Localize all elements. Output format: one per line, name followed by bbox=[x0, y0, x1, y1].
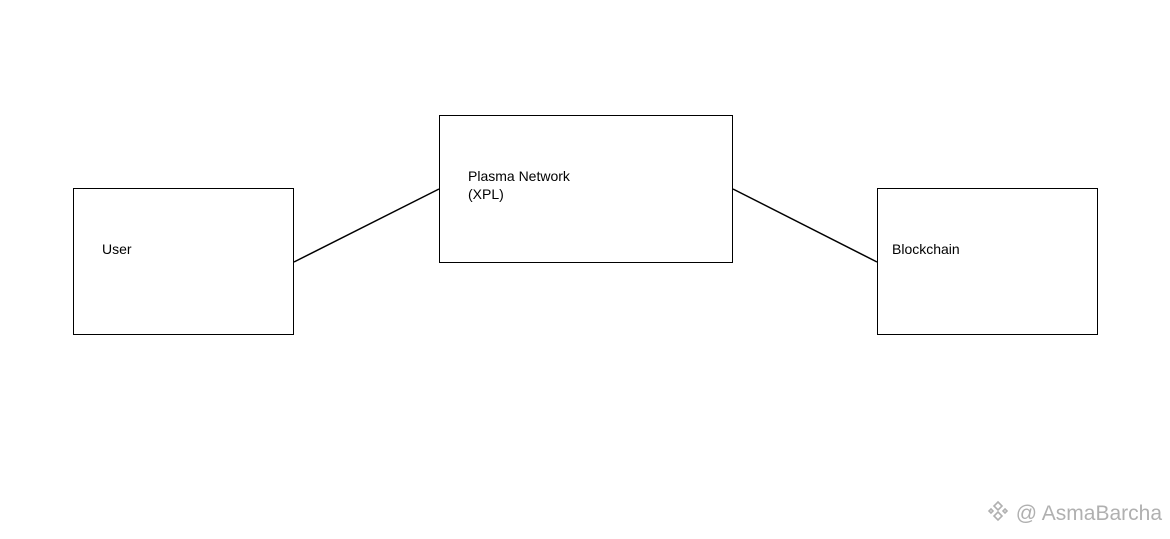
edge-plasma-blockchain bbox=[732, 188, 878, 263]
node-plasma-label-line-2: (XPL) bbox=[468, 186, 504, 202]
node-user: User bbox=[73, 188, 294, 335]
node-blockchain: Blockchain bbox=[877, 188, 1098, 335]
binance-logo-icon bbox=[986, 499, 1010, 529]
node-plasma-label: Plasma Network (XPL) bbox=[468, 167, 570, 203]
watermark-text: @ AsmaBarcha bbox=[1015, 502, 1162, 525]
node-blockchain-label: Blockchain bbox=[892, 241, 960, 257]
watermark: @ AsmaBarcha bbox=[986, 499, 1162, 529]
edge-user-plasma bbox=[293, 188, 440, 263]
node-plasma-label-line-1: Plasma Network bbox=[468, 168, 570, 184]
node-plasma-network: Plasma Network (XPL) bbox=[439, 115, 733, 263]
node-user-label: User bbox=[102, 241, 132, 257]
